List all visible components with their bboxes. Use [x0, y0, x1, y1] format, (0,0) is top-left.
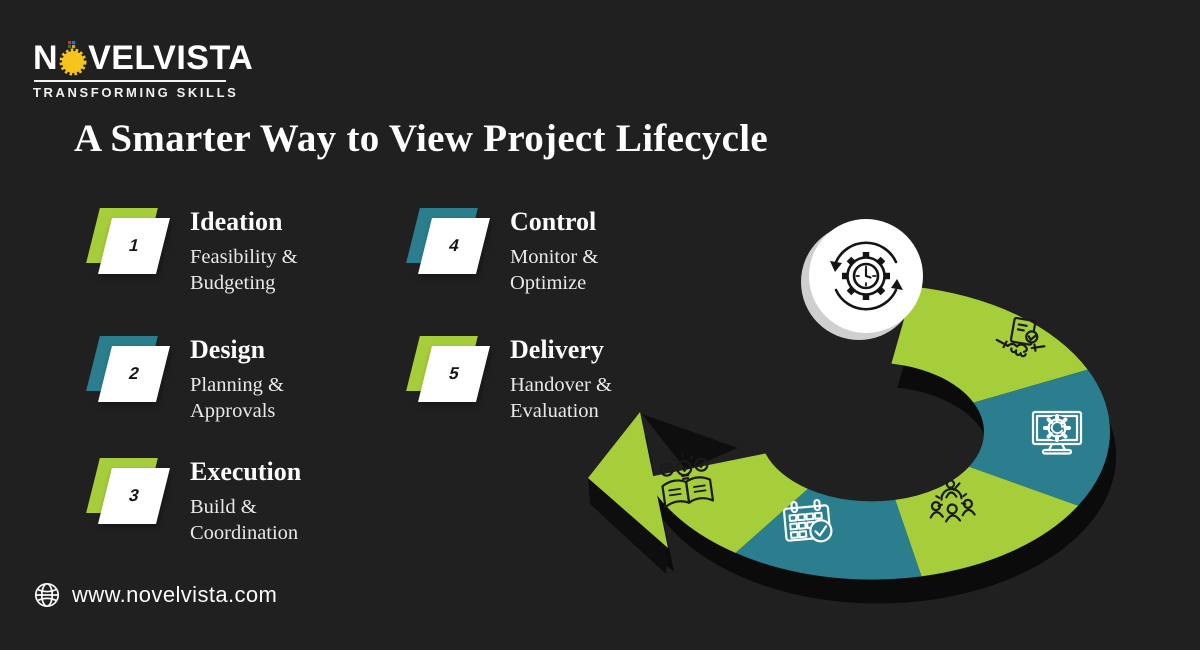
arrow-head — [588, 412, 668, 548]
step-title: Execution — [190, 457, 302, 486]
step-title: Control — [510, 207, 597, 236]
segment-green-2 — [895, 466, 1079, 577]
step-title: Ideation — [190, 207, 283, 236]
monitor-gear-icon — [1031, 410, 1083, 455]
page-title: A Smarter Way to View Project Lifecycle — [74, 117, 768, 160]
arrowhead-3d-notch — [642, 414, 738, 470]
step-number: 3 — [127, 486, 142, 505]
team-leader-icon — [929, 479, 976, 523]
brand-wordmark: N VELVISTA — [33, 40, 253, 76]
step-number-badge: 2 — [86, 336, 170, 408]
step-number-badge: 5 — [406, 336, 490, 408]
step-number: 4 — [447, 236, 462, 255]
step-subtitle: Monitor & Optimize — [510, 246, 599, 295]
segment-teal-1 — [969, 369, 1110, 506]
step-title: Delivery — [510, 335, 604, 364]
step-item-design: 2 Design Planning & Approvals — [86, 335, 332, 424]
step-number-badge: 3 — [86, 458, 170, 530]
step-subtitle: Feasibility & Budgeting — [190, 246, 298, 295]
brand-suffix: VELVISTA — [88, 39, 254, 77]
step-item-execution: 3 Execution Build & Coordination — [86, 457, 332, 546]
calendar-check-icon — [783, 498, 833, 543]
step-number: 2 — [127, 364, 142, 383]
step-number: 5 — [447, 364, 462, 383]
brand-prefix: N — [33, 39, 59, 77]
step-item-control: 4 Control Monitor & Optimize — [406, 207, 652, 296]
process-clock-gear-icon — [830, 241, 903, 311]
step-subtitle: Planning & Approvals — [190, 374, 284, 423]
badge-front-shape: 5 — [418, 346, 490, 402]
badge-front-shape: 1 — [98, 218, 170, 274]
footer: www.novelvista.com — [33, 581, 277, 609]
brand-tagline: TRANSFORMING SKILLS — [33, 85, 239, 100]
agreement-handshake-icon — [995, 316, 1046, 358]
step-number-badge: 4 — [406, 208, 490, 280]
sun-icon — [59, 41, 87, 76]
segment-green-1 — [891, 286, 1088, 403]
step-number-badge: 1 — [86, 208, 170, 280]
step-title: Design — [190, 335, 266, 364]
badge-front-shape: 4 — [418, 218, 490, 274]
step-item-delivery: 5 Delivery Handover & Evaluation — [406, 335, 652, 424]
step-subtitle: Build & Coordination — [190, 496, 299, 545]
globe-icon — [34, 582, 60, 608]
step-number: 1 — [127, 236, 142, 255]
brand-divider — [34, 80, 226, 82]
step-subtitle: Handover & Evaluation — [510, 374, 612, 423]
research-book-idea-icon — [659, 452, 715, 509]
badge-front-shape: 2 — [98, 346, 170, 402]
website-link[interactable]: www.novelvista.com — [72, 582, 278, 607]
arrow-3d-side — [588, 478, 668, 574]
badge-front-shape: 3 — [98, 468, 170, 524]
step-item-ideation: 1 Ideation Feasibility & Budgeting — [86, 207, 332, 296]
brand-logo: N VELVISTA TRANSFORMING SKILLS — [33, 40, 253, 100]
